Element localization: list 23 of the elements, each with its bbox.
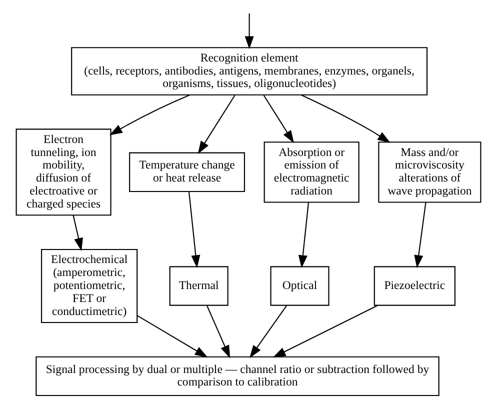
arrow xyxy=(262,94,294,144)
node-box: Piezoelectric xyxy=(373,266,455,306)
node-box: Mass and/or microviscosity alterations of wave propagation xyxy=(378,142,481,203)
arrow xyxy=(188,192,200,268)
arrow xyxy=(300,94,390,143)
node-box: Temperature change or heat release xyxy=(128,152,245,192)
arrow xyxy=(197,94,235,154)
arrow xyxy=(272,305,378,358)
arrow xyxy=(72,215,82,251)
node-box: Electrochemical (amperometric, potentiometric, FET or conductimetric) xyxy=(40,248,138,324)
node-box: Signal processing by dual or multiple — channel ratio or subtraction followed by comparison to calibration xyxy=(35,356,439,396)
node-box: Thermal xyxy=(168,266,228,306)
arrow xyxy=(108,94,190,136)
arrow xyxy=(298,202,309,268)
node-box: Absorption or emission of electromagnetic radiation xyxy=(263,142,359,203)
node-box: Recognition element (cells, receptors, antibodies, antigens, membranes, enzymes, organels, organisms, tissues, oligonucleotides) xyxy=(70,47,428,96)
node-box: Electron tunneling, ion mobility, diffusion of electroative or charged species xyxy=(15,128,111,216)
arrow xyxy=(414,202,426,268)
arrow xyxy=(136,315,208,358)
arrow xyxy=(206,306,230,358)
arrow xyxy=(249,305,286,358)
node-box: Optical xyxy=(270,266,329,306)
arrow xyxy=(244,13,254,50)
